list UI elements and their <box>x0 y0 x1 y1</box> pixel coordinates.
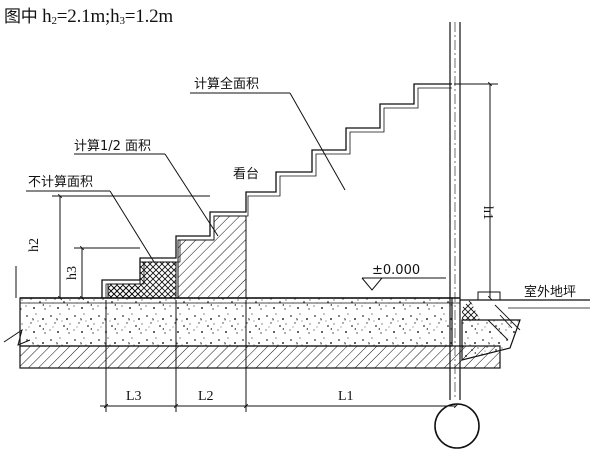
label-no-area: 不计算面积 <box>28 175 93 190</box>
title-h2-sub: 2 <box>51 15 57 27</box>
dim-label-L3: L3 <box>126 389 142 404</box>
region-full-area-hatch <box>177 215 247 299</box>
leader-lines <box>26 92 346 263</box>
outdoor-ground-block <box>461 300 521 361</box>
dim-label-h2: h2 <box>27 238 42 252</box>
page-title: 图中 h2=2.1m;h3=1.2m <box>4 2 173 28</box>
dim-label-L1: L1 <box>338 389 354 404</box>
foundation-circle <box>434 403 480 449</box>
foundation-layer <box>19 345 501 369</box>
label-half-area: 计算1/2 面积 <box>74 139 151 154</box>
dim-label-h3: h3 <box>65 266 80 280</box>
title-prefix: 图中 <box>4 7 38 27</box>
break-mark <box>3 328 31 346</box>
label-elevation: ±0.000 <box>372 263 420 278</box>
title-h3-sub: 3 <box>119 15 125 27</box>
title-h3-value: =1.2m <box>124 6 173 27</box>
dim-bottom-chain <box>100 300 459 412</box>
dim-h1 <box>454 81 498 301</box>
dim-label-h1: h1 <box>480 206 495 220</box>
floor-slab <box>19 297 453 347</box>
dim-label-L2: L2 <box>198 389 214 404</box>
label-stand: 看台 <box>233 166 259 182</box>
label-outdoor-ground: 室外地坪 <box>524 284 576 300</box>
title-h3-base: h <box>110 6 120 27</box>
dim-h3 <box>74 245 140 301</box>
title-h2-value: =2.1m; <box>56 6 111 27</box>
outdoor-ground-steps <box>477 291 501 300</box>
title-h2-base: h <box>42 6 52 27</box>
label-full-area: 计算全面积 <box>194 76 259 92</box>
region-no-area <box>108 286 140 298</box>
elevation-mark <box>361 277 446 291</box>
dim-h2 <box>52 193 210 301</box>
